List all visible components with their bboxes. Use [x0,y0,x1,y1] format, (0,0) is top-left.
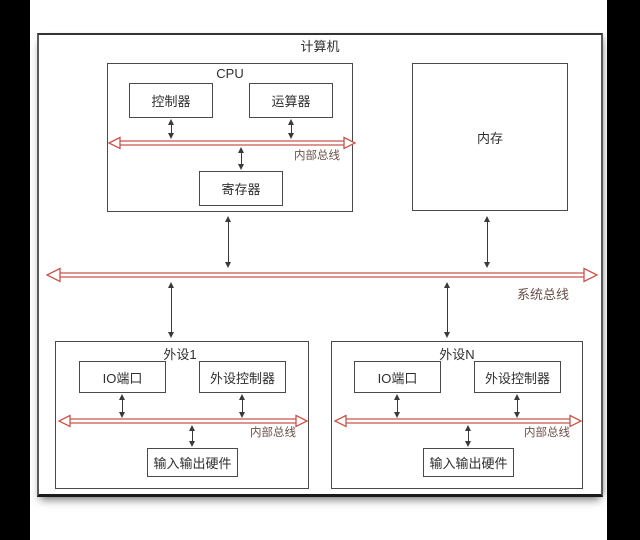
peripheralN-controller-box: 外设控制器 [474,361,561,393]
peripheral1-label: 外设1 [163,347,197,362]
peripheral1-io-hardware-box: 输入输出硬件 [147,448,238,477]
peripheralN-controller-to-bus-arrow [514,394,520,418]
peripheralN-internal-bus-arrow [333,414,583,428]
system-bus-to-peripheralN-arrow [444,282,450,338]
peripheral1-internal-bus-arrow [57,414,309,428]
peripheral1-controller-box: 外设控制器 [199,361,286,393]
left-letterbox-bar [0,0,30,540]
computer-label: 计算机 [300,39,340,54]
memory-to-system-bus-arrow [484,216,490,268]
cpu-internal-bus-label: 内部总线 [294,150,340,162]
alu-box: 运算器 [249,83,333,118]
peripheral1-io-port-box: IO端口 [79,361,166,393]
memory-box: 内存 [412,63,568,211]
peripheralN-io-hardware-box: 输入输出硬件 [423,448,514,477]
controller-box: 控制器 [129,83,213,118]
cpu-to-system-bus-arrow [225,216,231,268]
peripheral1-internal-bus-label: 内部总线 [250,427,296,439]
system-bus-arrow [45,267,599,283]
system-bus-to-peripheral1-arrow [168,282,174,338]
peripheral1-io-port-to-bus-arrow [119,394,125,418]
internal-bus-to-register-arrow [238,147,244,170]
register-box: 寄存器 [199,171,283,206]
peripheralN-bus-to-hardware-arrow [465,425,471,447]
peripheralN-label: 外设N [439,347,475,362]
cpu-label: CPU [216,66,244,81]
peripheralN-internal-bus-label: 内部总线 [524,427,570,439]
peripheralN-io-port-box: IO端口 [354,361,441,393]
cpu-internal-bus-arrow [107,136,357,150]
right-letterbox-bar [607,0,640,540]
system-bus-label: 系统总线 [517,287,570,302]
controller-to-internal-bus-arrow [168,119,174,139]
alu-to-internal-bus-arrow [288,119,294,139]
peripheral1-controller-to-bus-arrow [239,394,245,418]
peripheral1-bus-to-hardware-arrow [189,425,195,447]
peripheralN-io-port-to-bus-arrow [394,394,400,418]
